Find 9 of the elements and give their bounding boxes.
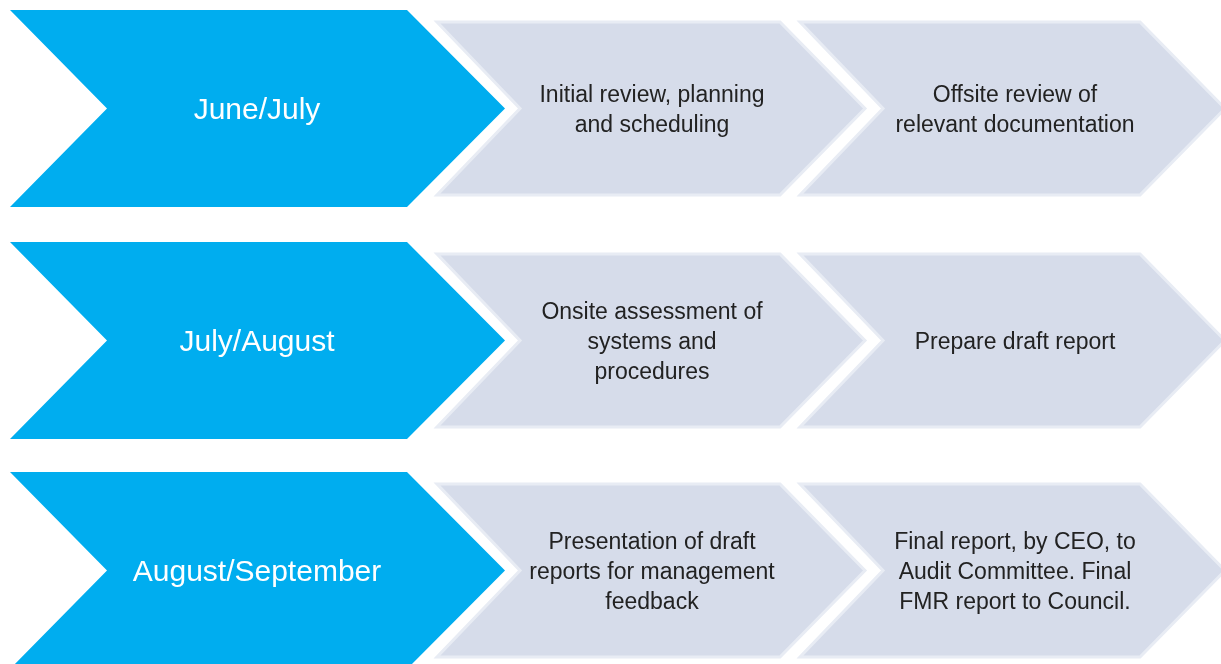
step-text: Presentation of draft reports for management feedback (528, 526, 776, 616)
step-text: Onsite assessment of systems and procedures (540, 296, 764, 386)
step-text: Initial review, planning and scheduling (538, 79, 766, 139)
step-text: Offsite review of relevant documentation (894, 79, 1136, 139)
period-label: August/September (132, 553, 382, 588)
period-label: June/July (193, 91, 321, 126)
step-text: Final report, by CEO, to Audit Committee. Final FMR report to Council. (893, 526, 1137, 616)
period-label: July/August (179, 323, 335, 358)
step-text: Prepare draft report (913, 326, 1117, 356)
